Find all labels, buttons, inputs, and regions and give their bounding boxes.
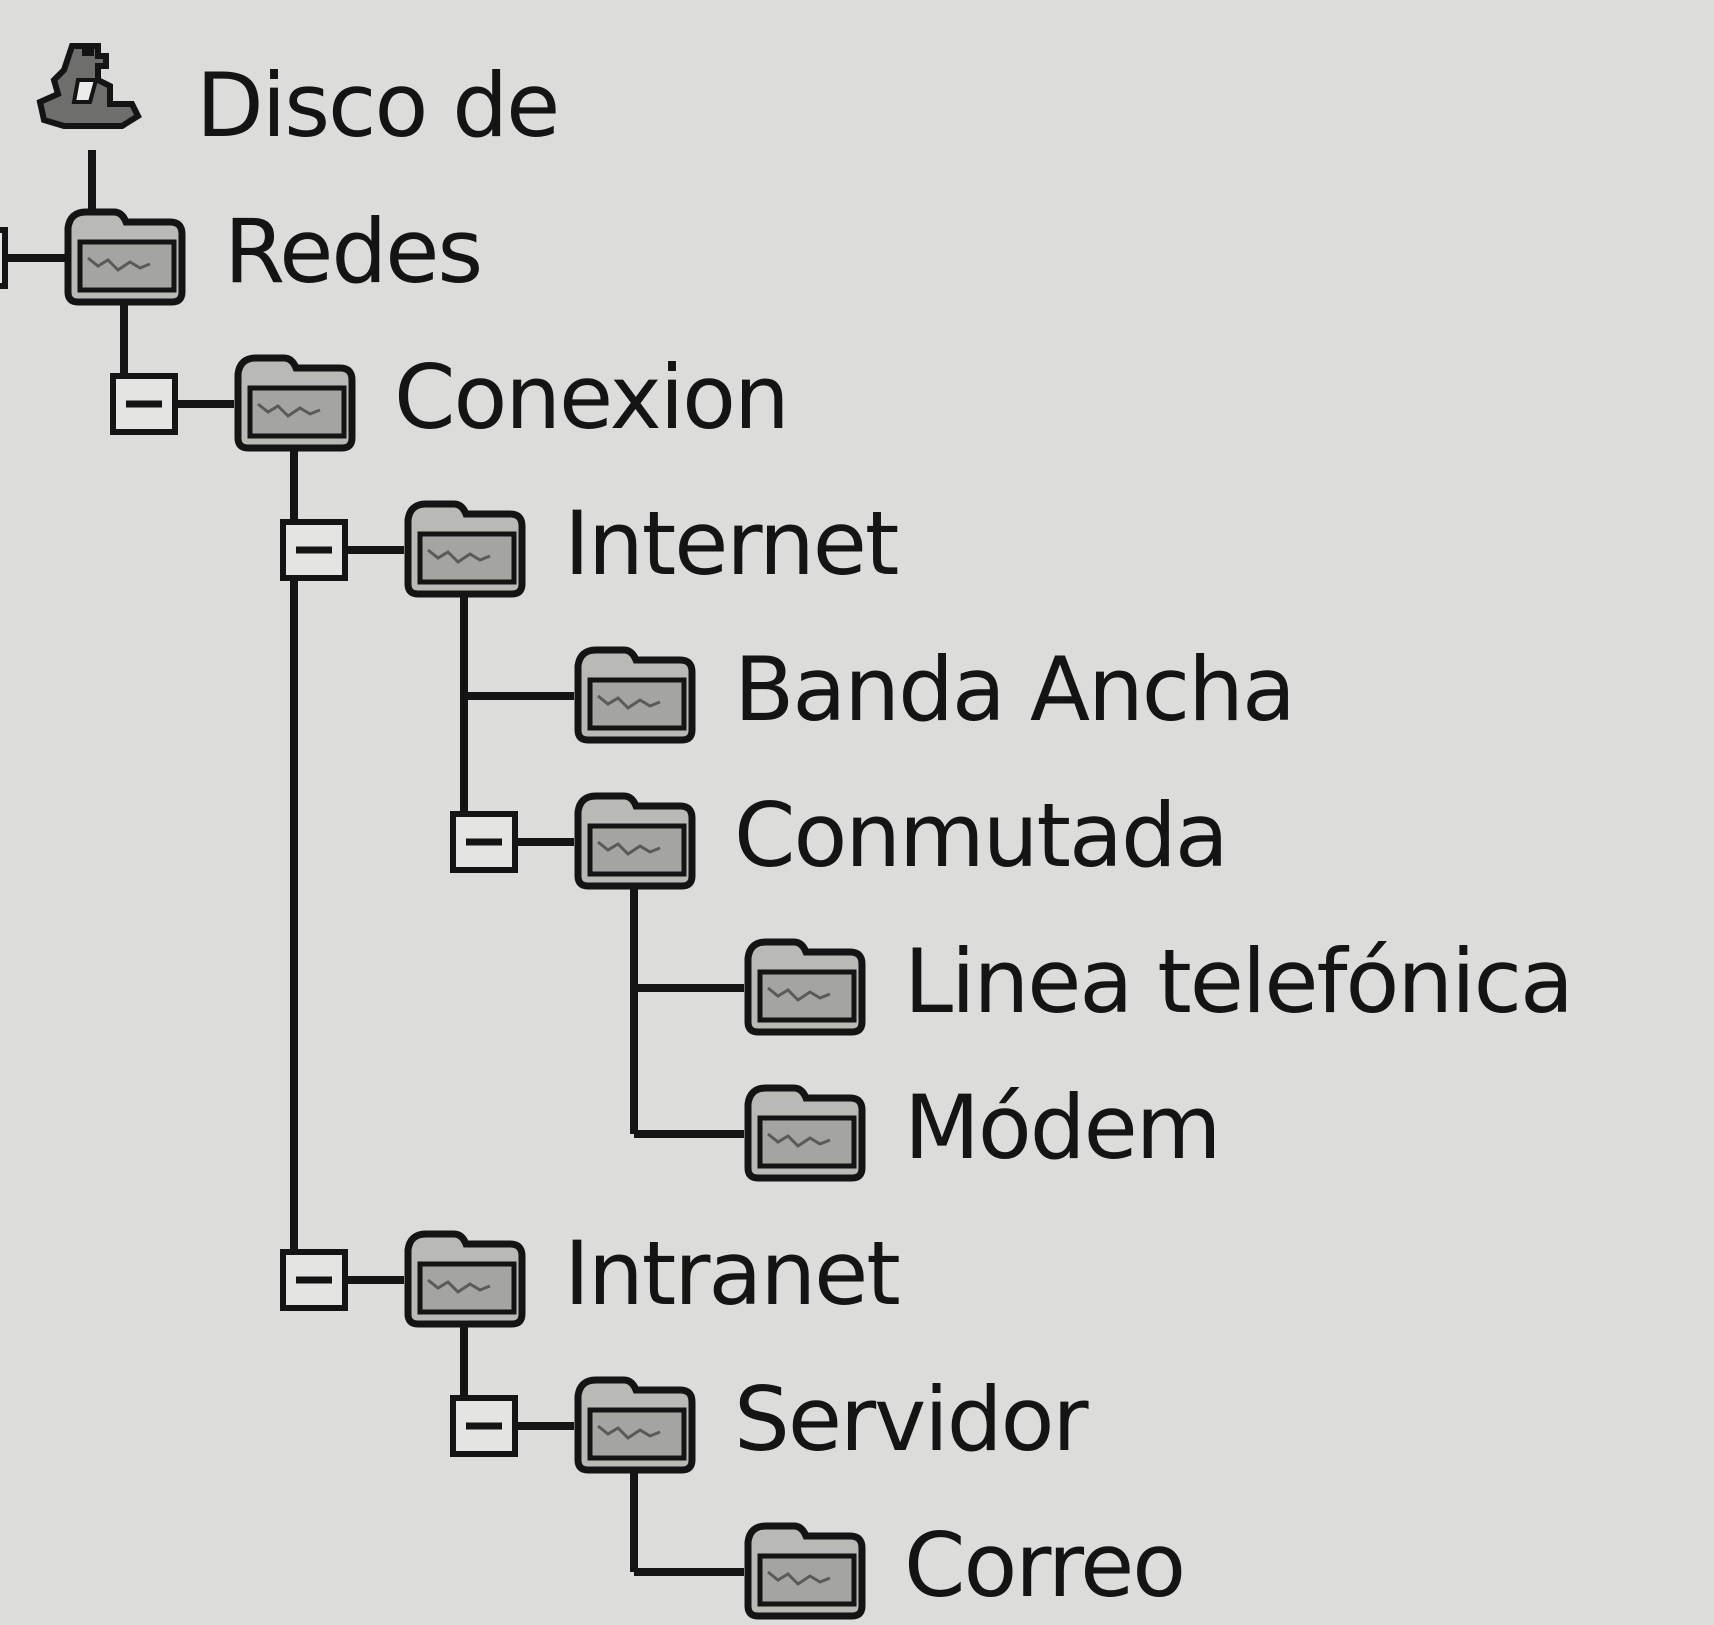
tree-node-label: Módem — [904, 1076, 1221, 1179]
tree-node-label: Redes — [224, 200, 483, 303]
folder-icon — [574, 792, 696, 890]
folder-icon — [234, 354, 356, 452]
folder-icon — [64, 208, 186, 306]
folder-icon — [744, 1522, 866, 1620]
folder-icon — [404, 500, 526, 598]
tree-node-label: Correo — [904, 1514, 1186, 1617]
disk-drive-icon — [36, 43, 142, 129]
tree-node-label: Disco de — [196, 54, 560, 157]
folder-icon — [744, 938, 866, 1036]
tree-node-label: Conexion — [394, 346, 790, 449]
folder-icon — [744, 1084, 866, 1182]
collapse-toggle-intranet[interactable] — [280, 1249, 348, 1311]
collapse-toggle-redes[interactable] — [0, 227, 8, 289]
folder-icon — [574, 1376, 696, 1474]
collapse-toggle-servidor[interactable] — [450, 1395, 518, 1457]
collapse-toggle-conexion[interactable] — [110, 373, 178, 435]
collapse-toggle-internet[interactable] — [280, 519, 348, 581]
folder-icon — [574, 646, 696, 744]
collapse-toggle-conmutada[interactable] — [450, 811, 518, 873]
tree-node-label: Banda Ancha — [734, 638, 1296, 741]
tree-node-label: Intranet — [564, 1222, 901, 1325]
tree-node-label: Internet — [564, 492, 899, 595]
tree-node-label: Conmutada — [734, 784, 1229, 887]
tree-node-label: Servidor — [734, 1368, 1089, 1471]
folder-icon — [404, 1230, 526, 1328]
tree-node-label: Linea telefónica — [904, 930, 1574, 1033]
